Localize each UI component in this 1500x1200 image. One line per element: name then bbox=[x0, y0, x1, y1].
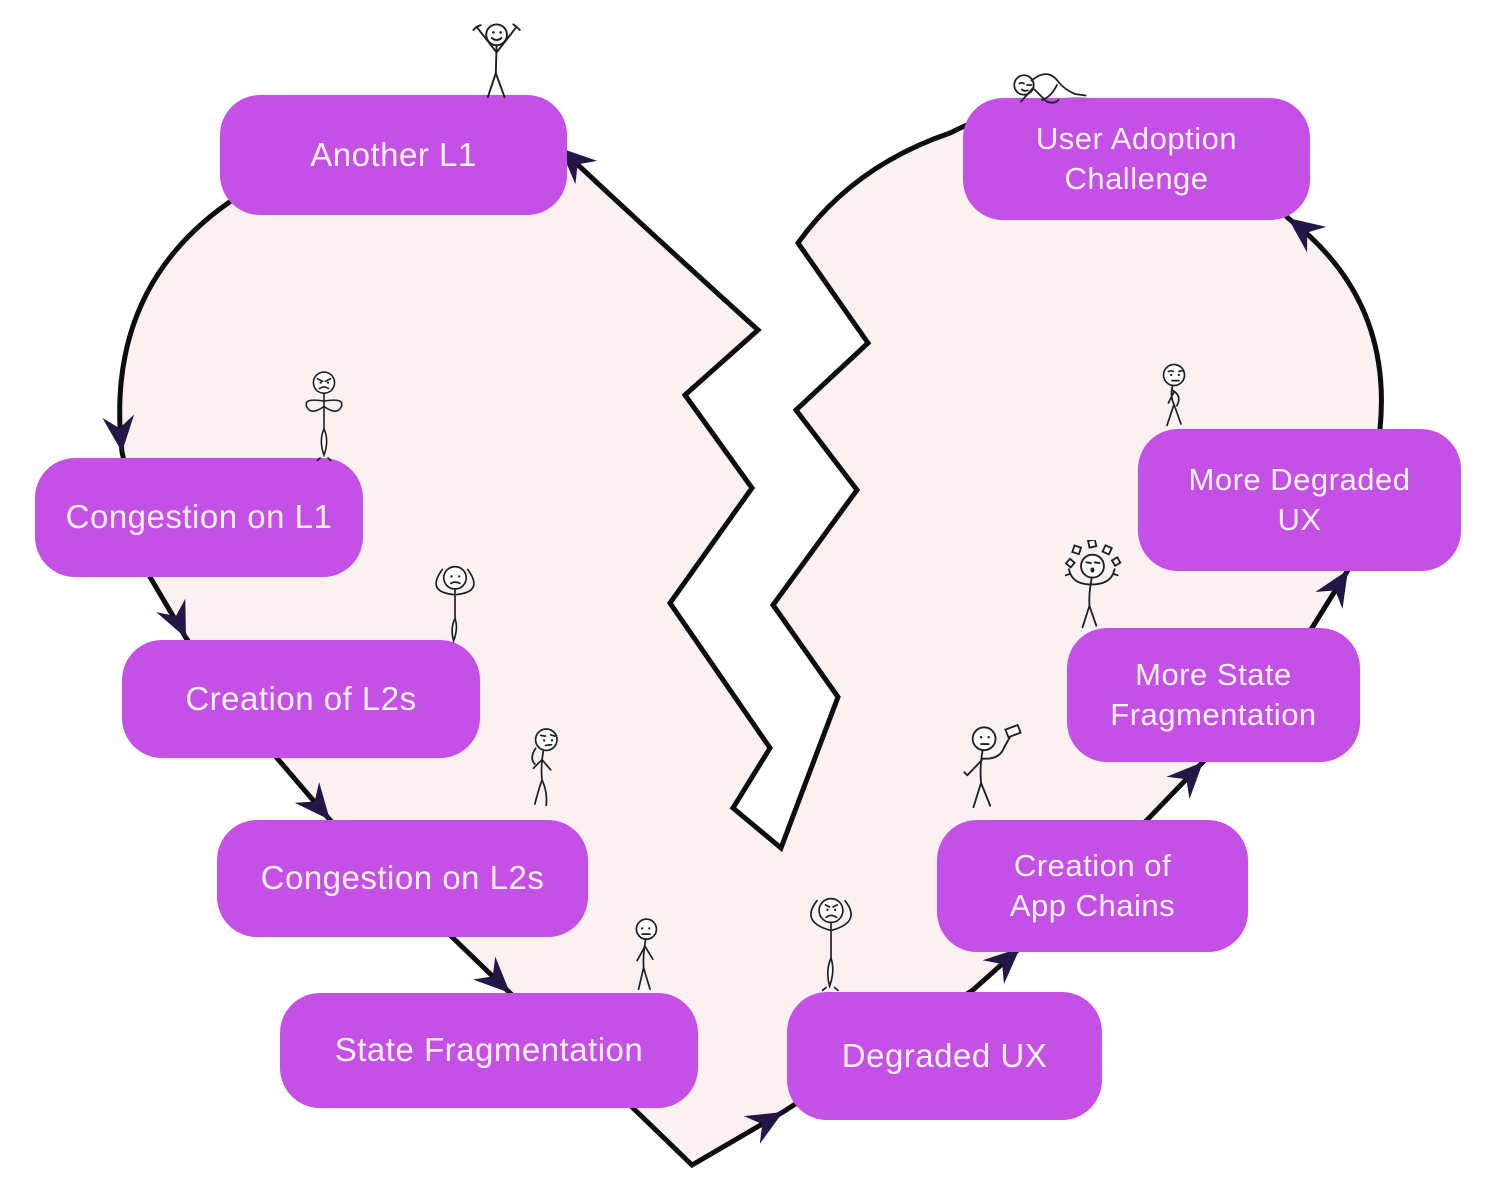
stick-figure-sad-icon bbox=[620, 916, 670, 998]
stick-figure-cheering-icon bbox=[455, 14, 535, 102]
arrowhead-into-another-l1 bbox=[560, 148, 598, 185]
node-user-adoption-challenge: User Adoption Challenge bbox=[963, 98, 1310, 220]
arrowhead-into-state-fragmentation bbox=[472, 956, 510, 993]
arrowhead-into-congestion-l1 bbox=[102, 414, 135, 452]
node-label: Congestion on L1 bbox=[65, 498, 333, 536]
node-congestion-on-l2s: Congestion on L2s bbox=[217, 820, 588, 937]
stick-figure-collapsed-icon bbox=[1012, 62, 1102, 108]
stick-figure-dejected-icon bbox=[1146, 360, 1202, 432]
node-state-fragmentation: State Fragmentation bbox=[280, 993, 698, 1108]
stick-figure-distressed-icon bbox=[796, 890, 866, 994]
stick-figure-hands-on-head-icon bbox=[420, 558, 490, 648]
node-another-l1: Another L1 bbox=[220, 95, 567, 215]
node-creation-of-app-chains: Creation of App Chains bbox=[937, 820, 1248, 952]
stick-figure-confused-icon bbox=[513, 724, 571, 824]
node-label: Another L1 bbox=[310, 135, 477, 173]
node-degraded-ux: Degraded UX bbox=[787, 992, 1102, 1120]
arrowhead-into-congestion-l2s bbox=[294, 782, 330, 820]
node-label: Creation of L2s bbox=[185, 679, 417, 717]
arrowhead-into-more-degraded-ux bbox=[1315, 570, 1348, 610]
stick-figure-angry-icon bbox=[291, 368, 357, 462]
arrowhead-into-degraded-ux bbox=[743, 1112, 783, 1144]
node-label: Degraded UX bbox=[841, 1036, 1048, 1074]
node-label: More State Fragmentation bbox=[1110, 656, 1317, 732]
arrowhead-into-app-chains bbox=[982, 948, 1020, 984]
arrowheads bbox=[102, 148, 1348, 1144]
node-label: Creation of App Chains bbox=[1009, 847, 1176, 923]
node-congestion-on-l1: Congestion on L1 bbox=[35, 458, 363, 577]
stick-figure-hammer-icon bbox=[952, 722, 1036, 824]
node-label: More Degraded UX bbox=[1188, 461, 1411, 537]
node-more-state-fragmentation: More State Fragmentation bbox=[1067, 628, 1360, 762]
node-label: User Adoption Challenge bbox=[1035, 120, 1238, 196]
arrowhead-into-user-adoption bbox=[1288, 218, 1327, 253]
node-label: Congestion on L2s bbox=[260, 859, 545, 897]
node-label: State Fragmentation bbox=[334, 1031, 644, 1069]
arrowhead-into-more-state-fragmentation bbox=[1166, 762, 1203, 800]
stick-figure-juggling-icon bbox=[1052, 540, 1136, 632]
node-more-degraded-ux: More Degraded UX bbox=[1138, 429, 1461, 571]
arrowhead-into-creation-l2s bbox=[156, 598, 186, 638]
node-creation-of-l2s: Creation of L2s bbox=[122, 640, 480, 758]
